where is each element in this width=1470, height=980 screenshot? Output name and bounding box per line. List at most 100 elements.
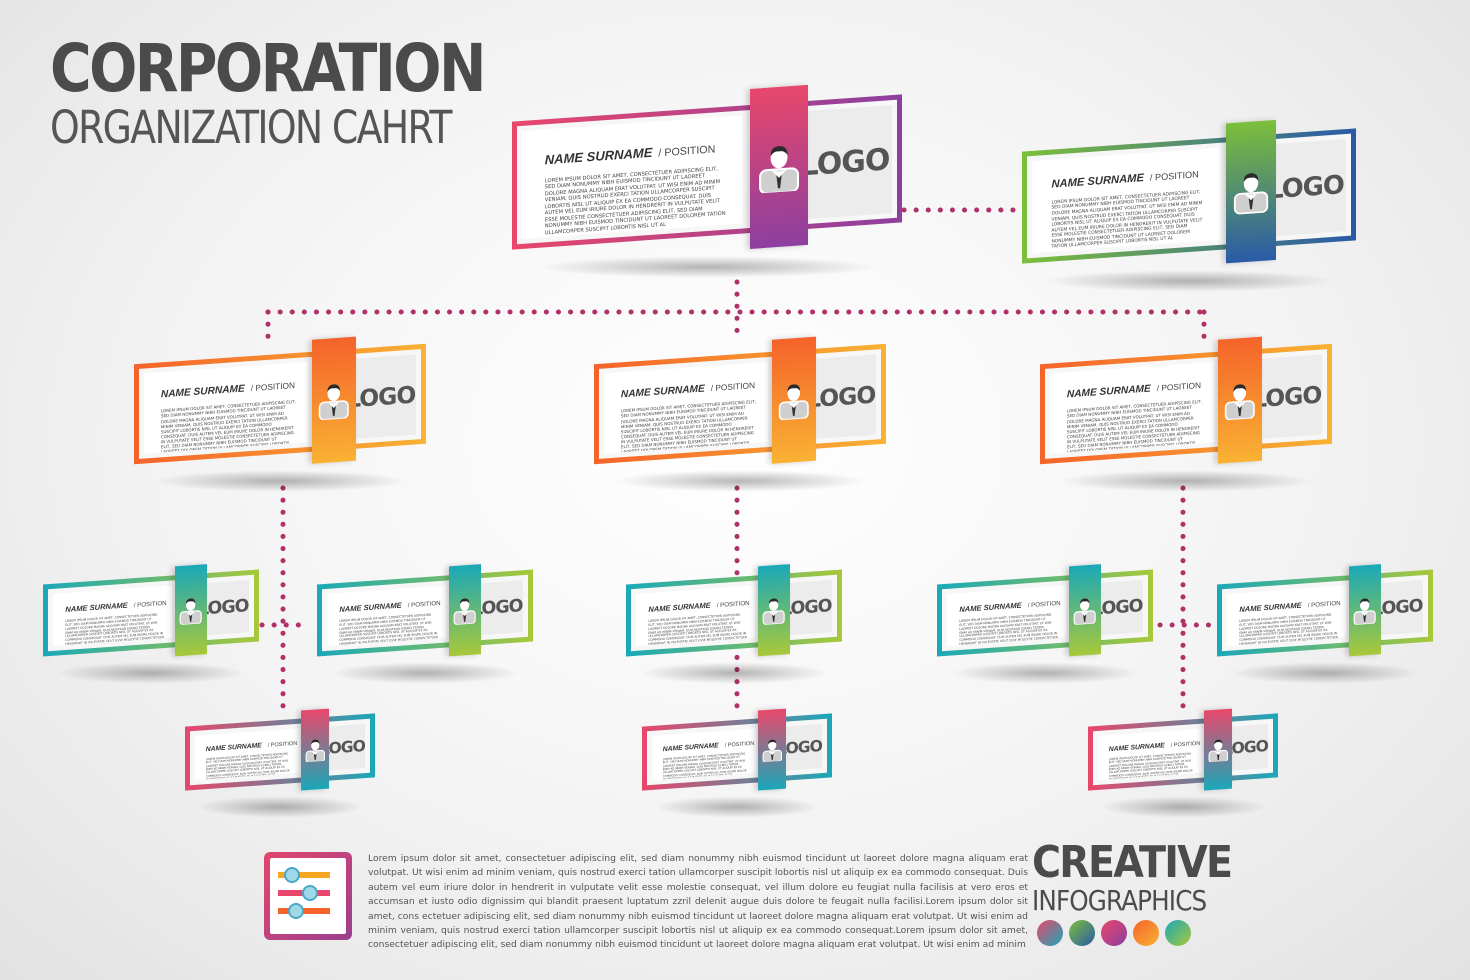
card-position: / POSITION — [1149, 169, 1199, 184]
card-description: LOREM IPSUM DOLOR SIT AMET, CONSECTETUER… — [620, 399, 756, 454]
org-card-staff-3[interactable]: NAME SURNAME / POSITION LOREM IPSUM DOLOR … — [626, 564, 842, 684]
card-logo-panel: LOGO — [797, 105, 892, 220]
card-name: NAME SURNAME/ POSITION — [959, 598, 1061, 615]
color-dot-1 — [1037, 920, 1063, 946]
card-position: / POSITION — [133, 600, 167, 610]
card-name: NAME SURNAME/ POSITION — [1239, 598, 1341, 614]
card-position: / POSITION — [716, 600, 750, 610]
card-shadow — [196, 796, 364, 818]
card-photo-band — [772, 336, 816, 464]
card-description: LOREM IPSUM DOLOR SIT AMET, CONSECTETUER… — [1066, 399, 1202, 454]
card-position: / POSITION — [407, 600, 441, 610]
card-logo-panel: LOGO — [1251, 354, 1322, 439]
card-photo-band — [1348, 564, 1382, 657]
card-description: LOREM IPSUM DOLOR SIT AMET, CONSECTETUER… — [1239, 612, 1339, 646]
card-logo-panel: LOGO — [345, 354, 416, 439]
card-position-text: POSITION — [255, 380, 296, 394]
person-avatar-icon — [762, 598, 786, 626]
card-logo-panel: LOGO — [805, 354, 876, 439]
card-photo-band — [1218, 336, 1262, 464]
card-shadow — [949, 662, 1141, 684]
card-position: / POSITION — [1156, 380, 1202, 394]
card-photo-band — [1068, 564, 1102, 657]
org-card-manager-left[interactable]: NAME SURNAME / POSITION LOREM IPSUM DOLOR … — [134, 336, 426, 492]
brand-block: CREATIVE INFOGRAPHICS — [1032, 840, 1253, 916]
card-position-text: POSITION — [1311, 600, 1341, 610]
card-name-text: NAME SURNAME — [65, 600, 128, 615]
card-photo-band — [1225, 119, 1276, 264]
color-dot-2 — [1069, 920, 1095, 946]
person-avatar-icon — [779, 384, 809, 421]
color-dots — [1037, 920, 1191, 946]
color-dot-4 — [1133, 920, 1159, 946]
brand-line-1: CREATIVE — [1032, 837, 1233, 888]
card-name: NAME SURNAME/ POSITION — [545, 139, 727, 167]
card-position: / POSITION — [267, 740, 298, 749]
card-shadow — [611, 470, 869, 492]
chart-subtitle: ORGANIZATION CAHRT — [50, 101, 452, 154]
card-position-text: POSITION — [664, 143, 716, 159]
card-name: NAME SURNAME / POSITION — [648, 598, 750, 615]
person-avatar-icon — [1225, 384, 1255, 421]
card-description: LOREM IPSUM DOLOR SIT AMET, CONSECTETUER… — [339, 612, 439, 646]
card-shadow — [151, 470, 409, 492]
card-name-text: NAME SURNAME — [662, 742, 719, 753]
card-name-text: NAME SURNAME — [160, 383, 245, 401]
card-description: LOREM IPSUM DOLOR SIT AMET, CONSECTETUER… — [544, 165, 726, 237]
card-name: NAME SURNAME / POSITION — [65, 598, 167, 615]
card-position: / POSITION — [1307, 600, 1341, 610]
card-position-text: POSITION — [727, 740, 755, 749]
card-shadow — [638, 662, 830, 684]
card-shadow — [1057, 470, 1315, 492]
card-name-text: NAME SURNAME — [648, 600, 711, 615]
org-card-manager-right[interactable]: NAME SURNAME / POSITION LOREM IPSUM DOLOR … — [1040, 336, 1332, 492]
card-logo: LOGO — [806, 380, 876, 414]
card-shadow — [535, 256, 879, 278]
card-shadow — [329, 662, 521, 684]
color-dot-5 — [1165, 920, 1191, 946]
card-position-text: POSITION — [1161, 380, 1202, 394]
card-name: NAME SURNAME / POSITION — [161, 380, 296, 400]
card-name: NAME SURNAME/ POSITION — [339, 598, 441, 614]
person-avatar-icon — [1073, 598, 1097, 626]
card-description: LOREM IPSUM DOLOR SIT AMET, CONSECTETUER… — [205, 751, 290, 780]
card-name: NAME SURNAME/ POSITION — [621, 380, 756, 400]
card-position-text: POSITION — [1031, 600, 1061, 610]
card-name-text: NAME SURNAME — [959, 600, 1022, 615]
card-position: / POSITION — [250, 380, 296, 394]
card-name-text: NAME SURNAME — [1108, 742, 1165, 753]
card-name: NAME SURNAME / POSITION — [1067, 380, 1202, 400]
card-photo-band — [448, 564, 482, 657]
person-avatar-icon — [319, 384, 349, 421]
card-shadow — [55, 662, 247, 684]
card-shadow — [1042, 270, 1336, 292]
card-description: LOREM IPSUM DOLOR SIT AMET, CONSECTETUER… — [648, 612, 748, 646]
card-text-panel: NAME SURNAME / POSITION LOREM IPSUM DOLOR … — [144, 362, 308, 454]
card-name-text: NAME SURNAME — [1066, 383, 1151, 401]
card-text-panel: NAME SURNAME / POSITION LOREM IPSUM DOLOR … — [1050, 362, 1214, 454]
card-name-text: NAME SURNAME — [544, 144, 653, 168]
card-description: LOREM IPSUM DOLOR SIT AMET, CONSECTETUER… — [959, 612, 1059, 646]
person-avatar-icon — [453, 598, 477, 626]
card-position: / POSITION — [1170, 740, 1201, 749]
card-photo-band — [174, 564, 208, 657]
card-description: LOREM IPSUM DOLOR SIT AMET, CONSECTETUER… — [160, 399, 296, 454]
